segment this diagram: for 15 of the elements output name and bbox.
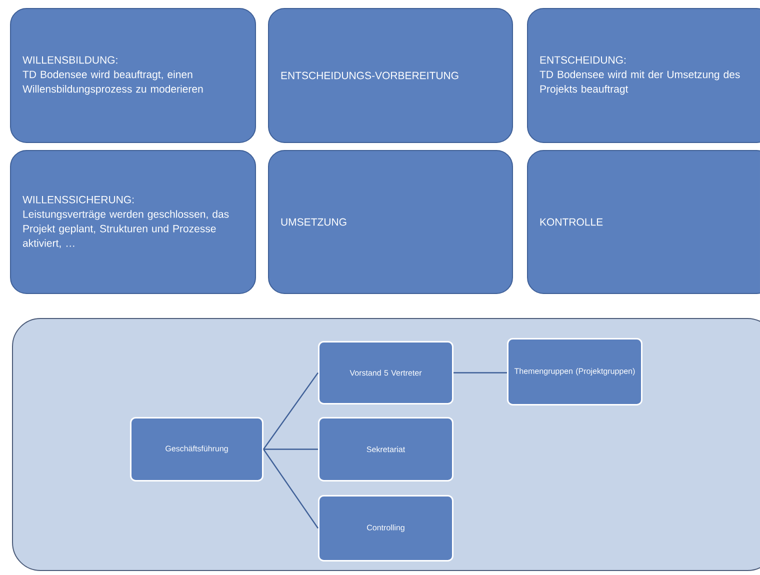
connector-line: [454, 372, 507, 374]
phase-box: WILLENSSICHERUNG: Leistungsverträge werden geschlossen, das Projekt geplant, Strukturen und Prozesse aktiviert, …: [10, 150, 256, 294]
org-box: Themengruppen (Projektgruppen): [507, 338, 642, 406]
connector-line: [264, 448, 318, 450]
phase-box: ENTSCHEIDUNGS-VORBEREITUNG: [268, 8, 513, 143]
org-box: Vorstand 5 Vertreter: [318, 341, 454, 404]
org-box: Geschäftsführung: [130, 417, 264, 482]
connector-line: [263, 372, 318, 450]
phase-box: ENTSCHEIDUNG: TD Bodensee wird mit der Umsetzung des Projekts beauftragt: [527, 8, 760, 143]
phase-box: UMSETZUNG: [268, 150, 513, 294]
org-box: Sekretariat: [318, 417, 454, 482]
phase-box: WILLENSBILDUNG: TD Bodensee wird beauftragt, einen Willensbildungsprozess zu moderieren: [10, 8, 256, 143]
connector-line: [263, 448, 318, 529]
org-box: Controlling: [318, 495, 454, 562]
phase-box: KONTROLLE: [527, 150, 760, 294]
